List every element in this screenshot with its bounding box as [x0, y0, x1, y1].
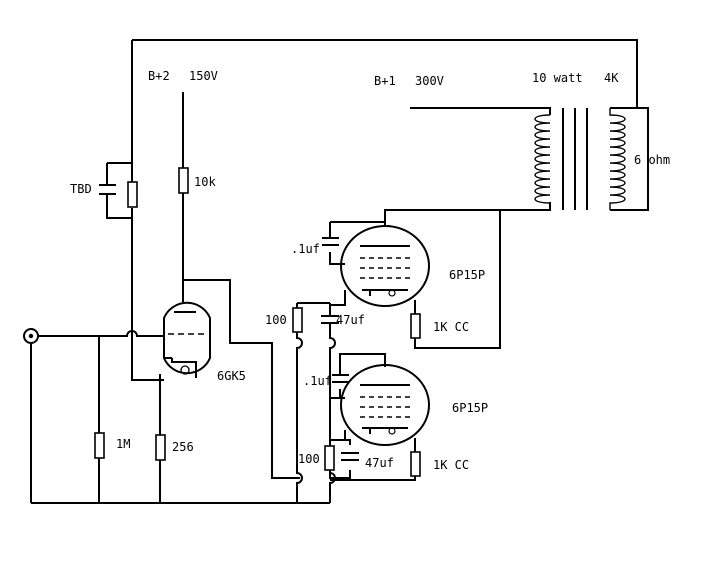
- upper-resistor-100: [292, 307, 303, 333]
- speaker-label: 6 ohm: [634, 153, 670, 167]
- driver-tube-6gk5: [163, 301, 211, 378]
- output-transformer: [534, 107, 649, 211]
- input-wire: [38, 330, 164, 337]
- lower-grid-wire: [329, 397, 345, 418]
- lower-cap-label: .1uf: [303, 374, 332, 388]
- upper-cap-wire: [329, 221, 385, 265]
- lower-ccs-1k: [410, 451, 421, 477]
- tbd-network-wire: [106, 162, 164, 381]
- b2-voltage-label: 150V: [189, 69, 218, 83]
- lower-cap47-label: 47uf: [365, 456, 394, 470]
- transformer-impedance-label: 4K: [604, 71, 619, 85]
- tbd-capacitor: [99, 178, 116, 200]
- upper-tube-plate-wire: [384, 202, 551, 226]
- upper-ccs-wire: [414, 210, 501, 349]
- b1-label: B+1: [374, 74, 396, 88]
- lower-r100-label: 100: [298, 452, 320, 466]
- driver-plate-wire: [183, 279, 300, 479]
- upper-tube-label: 6P15P: [449, 268, 485, 282]
- upper-ccs-label: 1K CC: [433, 320, 469, 334]
- lower-coupling-cap: [332, 374, 349, 383]
- lower-resistor-100: [324, 445, 335, 471]
- plate-resistor-10k: [178, 167, 189, 194]
- upper-ccs-1k: [410, 313, 421, 339]
- grid-resistor-label: 1M: [116, 437, 130, 451]
- b1-voltage-label: 300V: [415, 74, 444, 88]
- transformer-power-label: 10 watt: [532, 71, 583, 85]
- ground-verticals: [296, 487, 331, 503]
- cathode-resistor-label: 256: [172, 440, 194, 454]
- upper-cap-label: .1uf: [291, 242, 320, 256]
- upper-cathode-wire: [330, 290, 346, 306]
- plate-resistor-label: 10k: [194, 175, 216, 189]
- tbd-label: TBD: [70, 182, 92, 196]
- lower-ccs-label: 1K CC: [433, 458, 469, 472]
- power-tube-lower: [340, 364, 430, 446]
- lower-bypass-cap-47uf: [341, 452, 359, 461]
- lower-ccs-wire: [330, 438, 416, 481]
- b2-label: B+2: [148, 69, 170, 83]
- lower-tube-label: 6P15P: [452, 401, 488, 415]
- upper-coupling-cap: [322, 237, 339, 246]
- primary-winding: [534, 114, 551, 210]
- grid-resistor-1m: [94, 432, 105, 459]
- b1-supply-wire: [410, 107, 551, 115]
- tbd-resistor: [127, 181, 138, 208]
- stage-bus-wire: [296, 302, 330, 487]
- upper-r100-label: 100: [265, 313, 287, 327]
- upper-bypass-cap-47uf: [321, 310, 339, 330]
- input-jack-center: [28, 333, 34, 339]
- upper-cap47-label: 47uf: [336, 313, 365, 327]
- cathode-resistor-256: [155, 434, 166, 461]
- feedback-wire: [132, 39, 638, 108]
- secondary-winding: [609, 108, 626, 210]
- driver-tube-label: 6GK5: [217, 369, 246, 383]
- power-tube-upper: [340, 225, 430, 307]
- lower-cathode-wire: [329, 430, 351, 479]
